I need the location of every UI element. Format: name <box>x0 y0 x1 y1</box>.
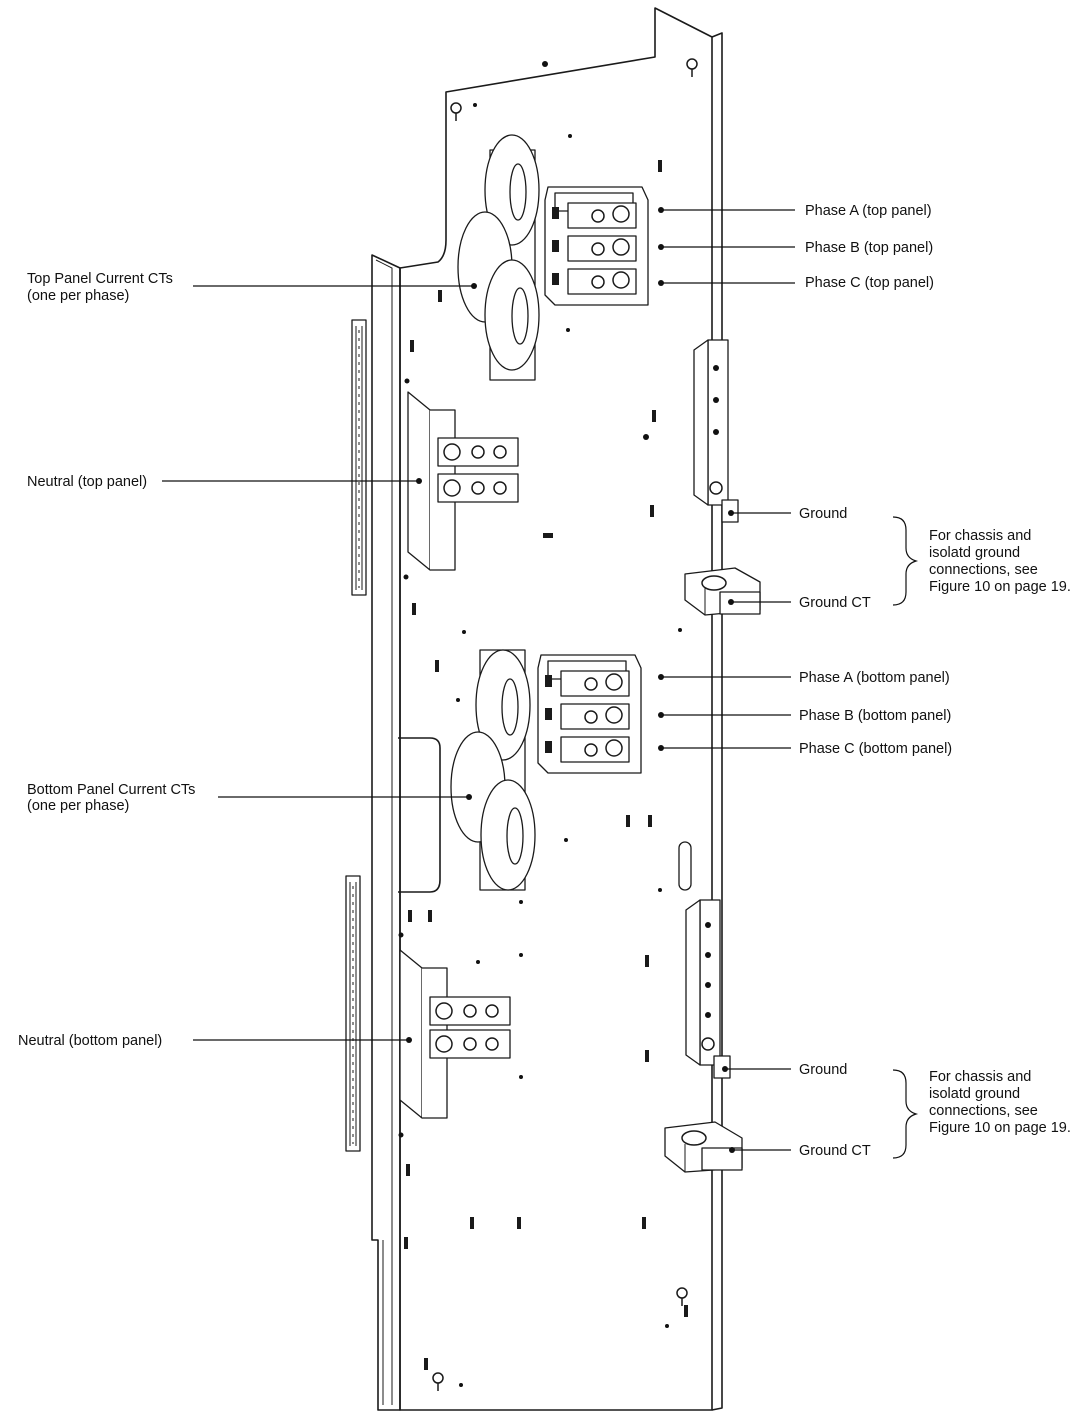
top-ct-label-line2: (one per phase) <box>27 288 129 304</box>
top-ct-label-line1: Top Panel Current CTs <box>27 271 173 287</box>
ground-top-label: Ground <box>799 506 847 522</box>
top-ground-ct <box>684 567 761 616</box>
panel-fasteners <box>398 58 698 1391</box>
top-neutral-bar <box>407 391 519 571</box>
note-bottom-line: For chassis and <box>929 1069 1031 1085</box>
note-top-line: isolatd ground <box>929 545 1020 561</box>
top-phase-terminals <box>544 186 649 306</box>
note-top: For chassis and isolatd ground connectio… <box>929 528 1071 595</box>
bottom-ground-bar <box>685 899 731 1079</box>
phase-c-bottom-label: Phase C (bottom panel) <box>799 741 952 757</box>
brace-top <box>892 516 919 606</box>
phase-a-bottom-label: Phase A (bottom panel) <box>799 670 950 686</box>
phase-b-top-label: Phase B (top panel) <box>805 240 933 256</box>
note-top-line: Figure 10 on page 19. <box>929 579 1071 595</box>
ground-bottom-label: Ground <box>799 1062 847 1078</box>
note-bottom-line: connections, see <box>929 1103 1038 1119</box>
din-rail-top <box>351 319 367 596</box>
bottom-neutral-bar <box>399 949 511 1119</box>
note-bottom-line: isolatd ground <box>929 1086 1020 1102</box>
bottom-panel-current-cts <box>450 649 536 891</box>
note-top-line: connections, see <box>929 562 1038 578</box>
neutral-bottom-label: Neutral (bottom panel) <box>18 1033 162 1049</box>
bottom-ct-label-line2: (one per phase) <box>27 798 129 814</box>
ground-ct-top-label: Ground CT <box>799 595 871 611</box>
mounting-panel <box>371 7 723 1411</box>
bottom-ct-label-line1: Bottom Panel Current CTs <box>27 782 195 798</box>
phase-a-top-label: Phase A (top panel) <box>805 203 932 219</box>
bottom-phase-terminals <box>537 654 642 774</box>
neutral-top-label: Neutral (top panel) <box>27 474 147 490</box>
top-ground-bar <box>693 339 739 523</box>
phase-c-top-label: Phase C (top panel) <box>805 275 934 291</box>
bottom-ground-ct <box>664 1121 743 1173</box>
top-panel-current-cts <box>457 134 540 381</box>
ground-ct-bottom-label: Ground CT <box>799 1143 871 1159</box>
phase-b-bottom-label: Phase B (bottom panel) <box>799 708 951 724</box>
leader-lines <box>162 207 795 1153</box>
note-bottom: For chassis and isolatd ground connectio… <box>929 1069 1071 1136</box>
brace-bottom <box>892 1069 919 1159</box>
din-rail-bottom <box>345 875 361 1152</box>
note-bottom-line: Figure 10 on page 19. <box>929 1120 1071 1136</box>
note-top-line: For chassis and <box>929 528 1031 544</box>
